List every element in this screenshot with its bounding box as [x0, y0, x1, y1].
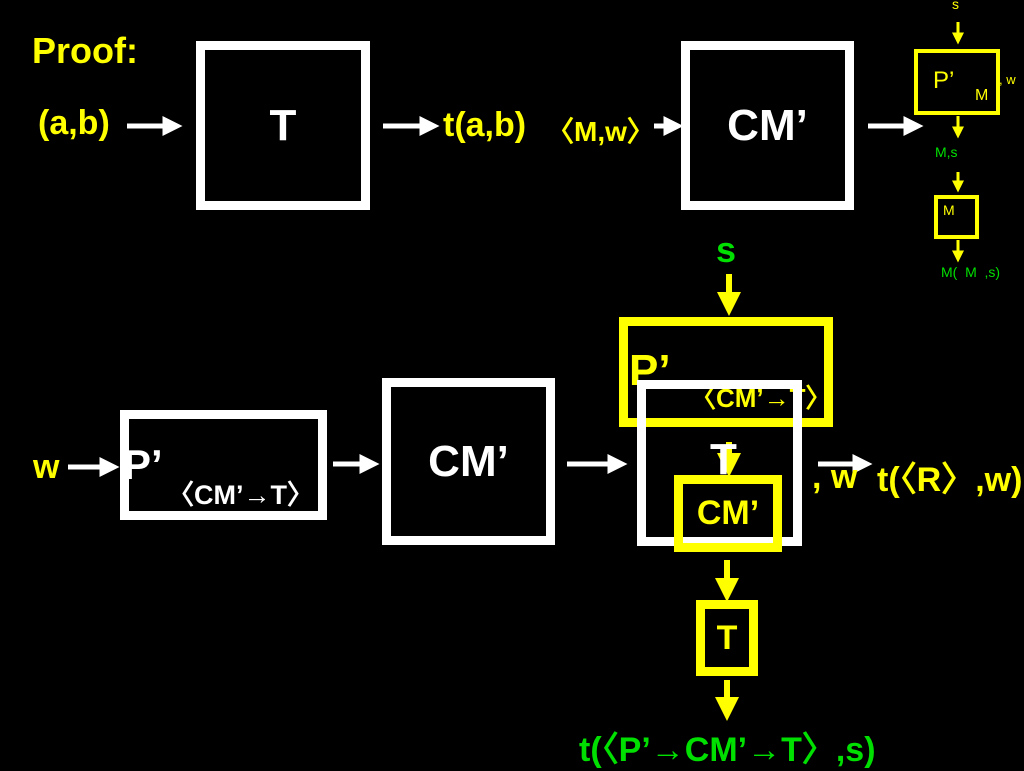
p-prime-box: P’ 〈CM’→T〉 [120, 410, 327, 520]
t-box-label: T [269, 100, 297, 150]
mini-m-box-label: M [943, 202, 955, 218]
cm-prime-box-2-label: CM’ [428, 436, 509, 486]
t-yellow-label: T [716, 618, 738, 657]
mini-ms-label: M,s [935, 144, 958, 160]
mini-m-box: M [934, 195, 979, 239]
input-ab-label: (a,b) [38, 104, 110, 142]
p-prime-box-sub-label: 〈CM’→T〉 [167, 480, 314, 510]
cm-prime-box-2: CM’ [382, 378, 555, 545]
cm-prime-yellow-box: CM’ [674, 475, 782, 552]
mini-p-label: P’ [933, 67, 955, 94]
mini-s-label: s [952, 0, 959, 12]
mw-label: 〈M,w〉 [546, 116, 655, 147]
mini-p-sub-label: M [975, 87, 989, 104]
cm-prime-yellow-label: CM’ [696, 494, 760, 532]
p-prime-box-label: P’ [123, 441, 163, 488]
w-input-label: w [33, 448, 60, 486]
t-yellow-box: T [696, 600, 758, 676]
t-ab-output-label: t(a,b) [443, 106, 527, 144]
result-right-label: t(〈R〉,w) [877, 461, 1023, 499]
proof-title: Proof: [32, 30, 138, 71]
mini-p-box: P’ M [914, 49, 1000, 115]
t-box: T [196, 41, 370, 210]
cm-prime-box: CM’ [681, 41, 854, 210]
s-label: s [716, 229, 737, 270]
w-side-label: , w [812, 458, 858, 496]
mini-result-label: M( M ,s) [941, 264, 1001, 280]
mini-w-side-label: , w [999, 72, 1016, 87]
result-bottom-label: t(〈P’→CM’→T〉,s) [579, 731, 876, 769]
cm-prime-box-label: CM’ [727, 100, 808, 150]
